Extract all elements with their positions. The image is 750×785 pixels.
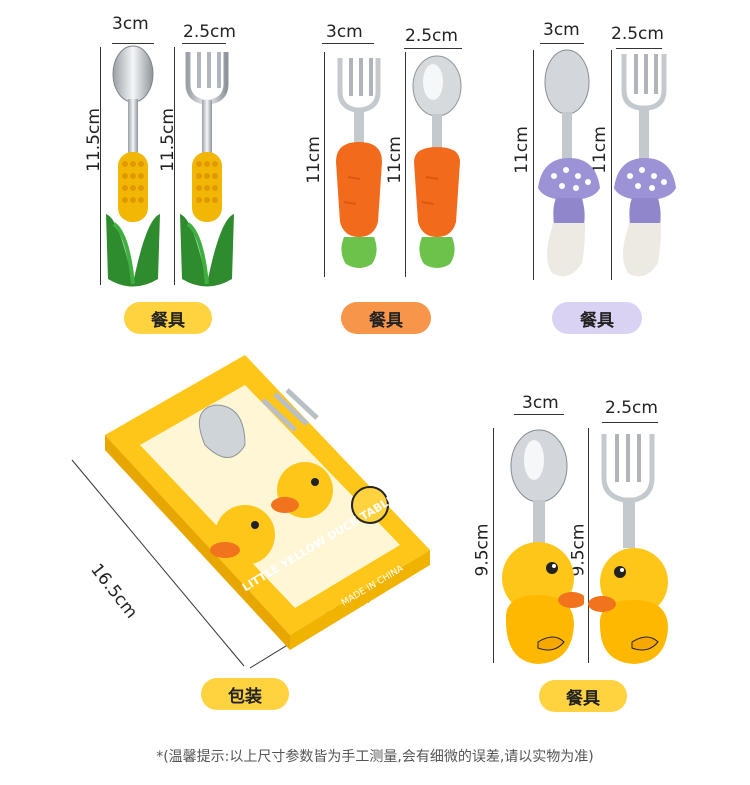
duck-spoon-width: 3cm bbox=[522, 393, 559, 413]
corn-fork-image bbox=[180, 52, 234, 287]
mushroom-fork-image bbox=[614, 54, 676, 277]
mushroom-spoon-image bbox=[538, 49, 600, 277]
duck-label-pill: 餐具 bbox=[539, 680, 627, 712]
duck-spoon-height: 9.5cm bbox=[472, 523, 493, 577]
duck-spoon-image bbox=[502, 429, 584, 664]
carrot-label-pill: 餐具 bbox=[341, 302, 431, 334]
carrot-fork-height: 11cm bbox=[303, 136, 324, 184]
carrot-fork-width: 3cm bbox=[326, 22, 363, 42]
carrot-spoon-width: 2.5cm bbox=[405, 26, 458, 46]
measurement-disclaimer: *(温馨提示:以上尺寸参数皆为手工测量,会有细微的误差,请以实物为准) bbox=[156, 749, 594, 765]
duck-fork-image bbox=[588, 434, 668, 664]
corn-spoon-image bbox=[106, 45, 160, 287]
carrot-fork-image bbox=[336, 58, 382, 268]
mushroom-spoon-height: 11cm bbox=[511, 126, 532, 174]
carrot-spoon-image bbox=[412, 55, 462, 268]
mushroom-label-pill: 餐具 bbox=[552, 302, 642, 334]
mushroom-fork-width: 2.5cm bbox=[611, 24, 664, 44]
duck-tableware-box-image bbox=[105, 355, 430, 650]
corn-fork-width: 2.5cm bbox=[183, 22, 236, 42]
box-label-pill: 包装 bbox=[201, 678, 289, 710]
corn-spoon-width: 3cm bbox=[112, 14, 149, 34]
mushroom-spoon-width: 3cm bbox=[543, 20, 580, 40]
corn-label-pill: 餐具 bbox=[124, 302, 212, 334]
duck-fork-width: 2.5cm bbox=[605, 398, 658, 418]
